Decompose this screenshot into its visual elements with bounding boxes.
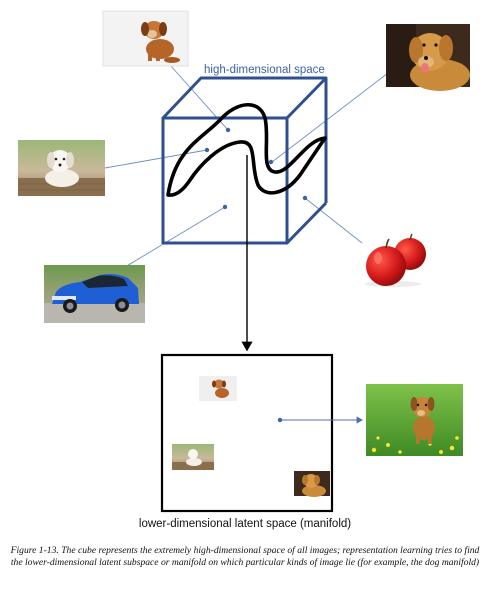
connector-apples: [304, 197, 363, 244]
latent-point: [277, 417, 283, 423]
point-apples: [302, 195, 308, 201]
latent-white-puppy-image: [172, 444, 214, 470]
point-blue-car: [222, 204, 228, 210]
white-puppy-image: [18, 140, 105, 196]
latent-space-label: lower-dimensional latent space (manifold…: [138, 518, 352, 530]
cube-label: high-dimensional space: [204, 64, 325, 76]
connector-golden-retriever: [271, 72, 389, 163]
latent-puppy-image: [199, 376, 237, 401]
latent-golden-retriever-image: [294, 471, 330, 497]
puppy-sitting-image: [102, 10, 189, 67]
connector-blue-car: [119, 206, 226, 271]
manifold-curve: [166, 103, 327, 197]
figure-caption: Figure 1-13. The cube represents the ext…: [10, 545, 480, 568]
high-dimensional-cube: [161, 76, 328, 245]
connector-white-puppy: [104, 149, 208, 169]
apples-image: [365, 233, 426, 287]
cube-points: [204, 127, 308, 210]
cube-front-face: [161, 116, 289, 245]
blue-car-image: [44, 265, 145, 323]
manifold-diagram: high-dimensional space: [18, 10, 470, 513]
point-golden-retriever: [268, 159, 274, 165]
point-white-puppy: [204, 147, 210, 153]
golden-retriever-image: [386, 24, 470, 91]
point-puppy-sitting: [225, 127, 231, 133]
dog-in-grass-image: [366, 384, 463, 456]
